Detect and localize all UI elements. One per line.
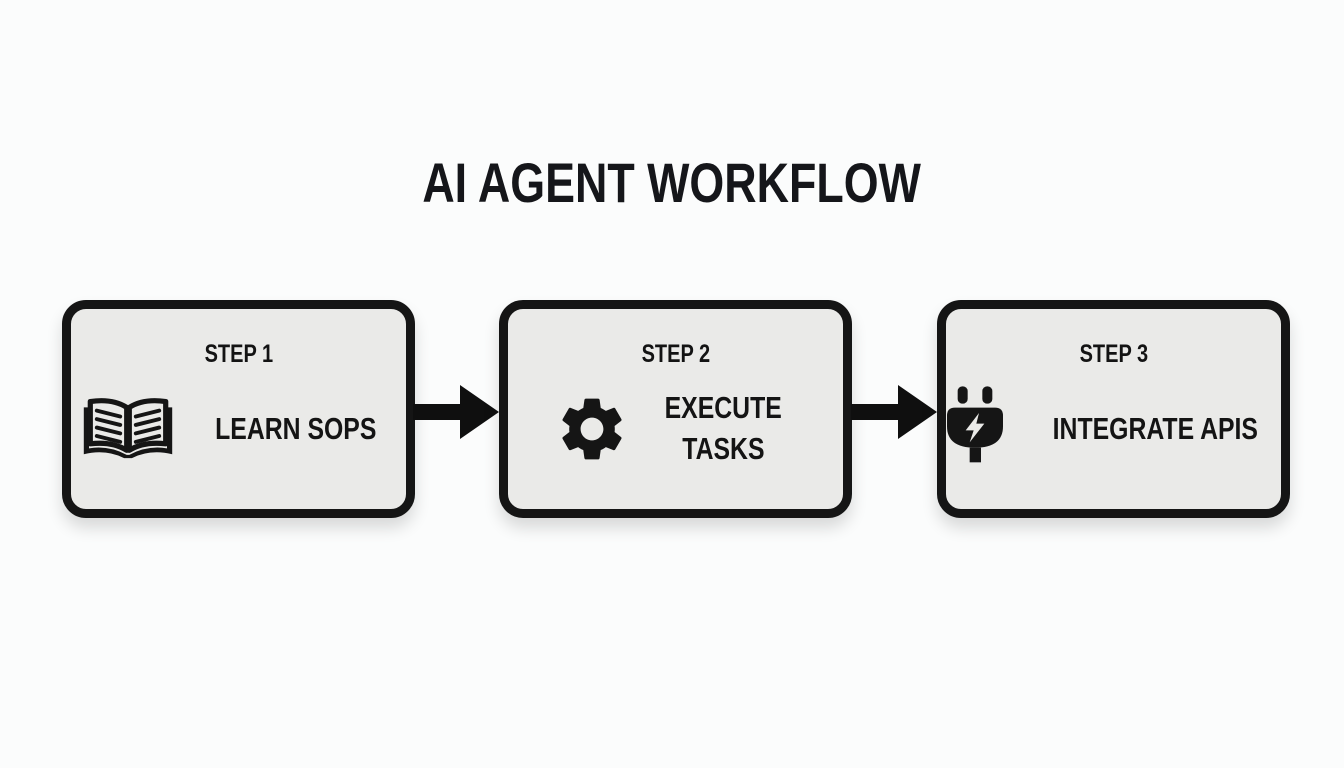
gear-icon — [554, 391, 630, 467]
step-box-3: STEP 3 INTEGRATE APIS — [937, 300, 1290, 518]
step-box-2: STEP 2 EXECUTE TASKS — [499, 300, 852, 518]
step-3-title: INTEGRATE APIS — [1052, 410, 1259, 446]
step-2-title-line-1: EXECUTE — [664, 390, 783, 426]
page-title-text: AI AGENT WORKFLOW — [422, 151, 922, 214]
page-title: AI AGENT WORKFLOW — [0, 150, 1344, 215]
step-1-content: LEARN SOPS — [71, 381, 406, 477]
step-1-label-text: STEP 1 — [204, 340, 273, 368]
plug-bolt-icon — [943, 385, 1007, 473]
step-2-label-text: STEP 2 — [641, 340, 710, 368]
step-3-content: INTEGRATE APIS — [946, 381, 1281, 477]
step-box-1: STEP 1 — [62, 300, 415, 518]
step-2-content: EXECUTE TASKS — [508, 381, 843, 477]
step-3-label-text: STEP 3 — [1079, 340, 1148, 368]
arrow-right-icon — [851, 374, 937, 450]
open-book-icon — [81, 397, 175, 462]
step-2-title: EXECUTE TASKS — [650, 388, 796, 470]
step-1-label: STEP 1 — [71, 340, 406, 369]
step-2-title-line-2: TASKS — [682, 431, 765, 466]
step-2-label: STEP 2 — [508, 340, 843, 369]
step-1-title: LEARN SOPS — [214, 410, 377, 446]
arrow-right-icon — [413, 374, 499, 450]
step-3-label: STEP 3 — [946, 340, 1281, 369]
